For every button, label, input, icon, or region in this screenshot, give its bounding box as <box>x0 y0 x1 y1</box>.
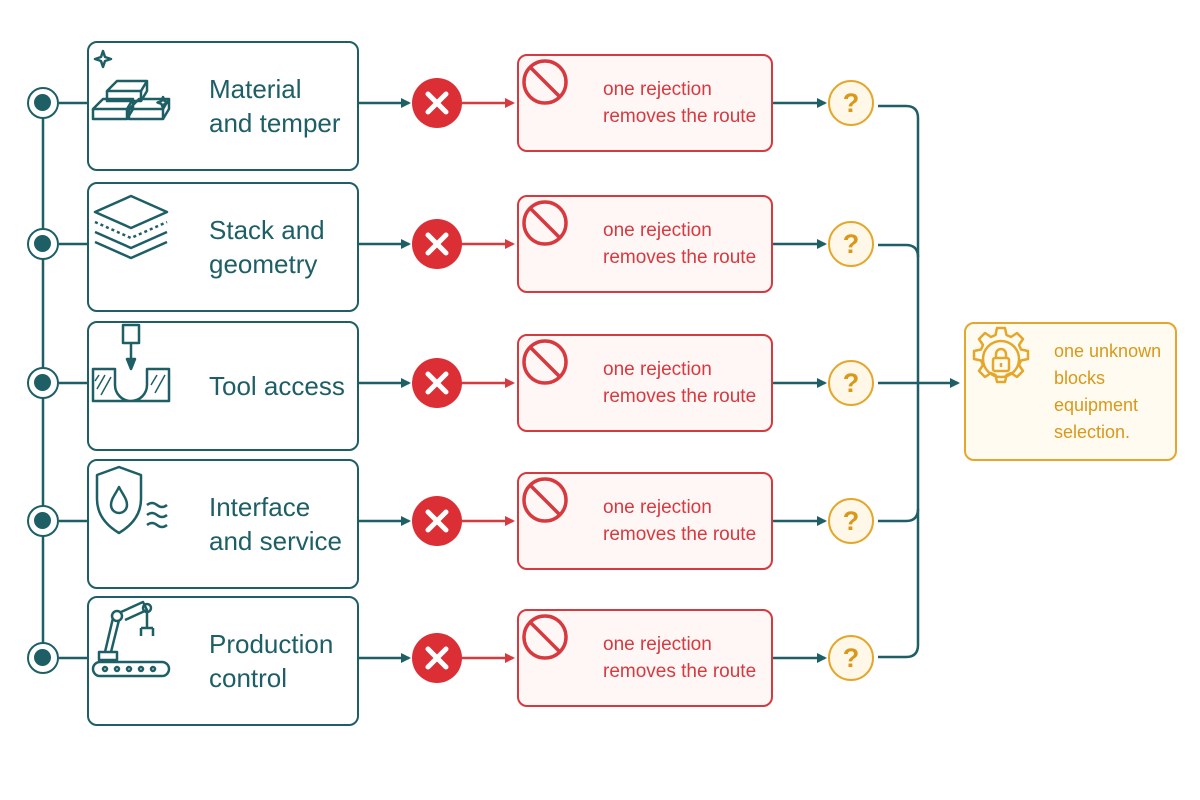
x-icon <box>425 509 449 533</box>
unknown-marker: ? <box>828 221 874 267</box>
prohibited-icon <box>522 477 568 523</box>
criterion-box: Tool access <box>87 321 359 451</box>
row-node <box>27 505 59 537</box>
criterion-box: Material and temper <box>87 41 359 171</box>
unknown-marker: ? <box>828 635 874 681</box>
fail-marker <box>412 633 462 683</box>
prohibited-icon <box>522 59 568 105</box>
fail-marker <box>412 496 462 546</box>
prohibited-icon <box>522 200 568 246</box>
fail-marker <box>412 78 462 128</box>
row-node <box>27 642 59 674</box>
robot-arm-conveyor-icon <box>91 600 171 678</box>
criterion-label: Interface and service <box>209 492 342 556</box>
criterion-label: Material and temper <box>209 74 341 138</box>
rejection-text: one rejection removes the route <box>603 634 757 682</box>
fail-marker <box>412 219 462 269</box>
criterion-box: Production control <box>87 596 359 726</box>
x-icon <box>425 232 449 256</box>
x-icon <box>425 371 449 395</box>
fail-marker <box>412 358 462 408</box>
merge-branch-2 <box>878 243 920 258</box>
outcome-box: one unknown blocks equipment selection. <box>964 322 1177 461</box>
rejection-box: one rejection removes the route <box>517 195 773 293</box>
criterion-box: Stack and geometry <box>87 182 359 312</box>
rejection-box: one rejection removes the route <box>517 472 773 570</box>
rejection-text: one rejection removes the route <box>603 497 757 545</box>
unknown-marker: ? <box>828 360 874 406</box>
unknown-marker: ? <box>828 498 874 544</box>
rejection-box: one rejection removes the route <box>517 54 773 152</box>
x-icon <box>425 646 449 670</box>
shield-droplet-icon <box>95 465 168 535</box>
outcome-text: one unknown blocks equipment selection. <box>1054 340 1162 442</box>
rejection-text: one rejection removes the route <box>603 359 757 407</box>
criterion-box: Interface and service <box>87 459 359 589</box>
prohibited-icon <box>522 614 568 660</box>
layer-stack-icon <box>93 194 169 260</box>
gear-lock-icon <box>972 326 1030 384</box>
prohibited-icon <box>522 339 568 385</box>
criterion-label: Production control <box>209 629 334 693</box>
merge-branch-4 <box>878 508 920 523</box>
machining-tool-icon <box>91 323 171 403</box>
rejection-box: one rejection removes the route <box>517 609 773 707</box>
row-node <box>27 87 59 119</box>
row-node <box>27 228 59 260</box>
rejection-text: one rejection removes the route <box>603 220 757 268</box>
rejection-text: one rejection removes the route <box>603 79 757 127</box>
criterion-label: Stack and geometry <box>209 215 325 279</box>
rejection-box: one rejection removes the route <box>517 334 773 432</box>
metal-ingots-icon <box>91 49 171 121</box>
row-node <box>27 367 59 399</box>
unknown-marker: ? <box>828 80 874 126</box>
right-merge-line <box>878 104 920 659</box>
criterion-label: Tool access <box>209 371 345 401</box>
x-icon <box>425 91 449 115</box>
